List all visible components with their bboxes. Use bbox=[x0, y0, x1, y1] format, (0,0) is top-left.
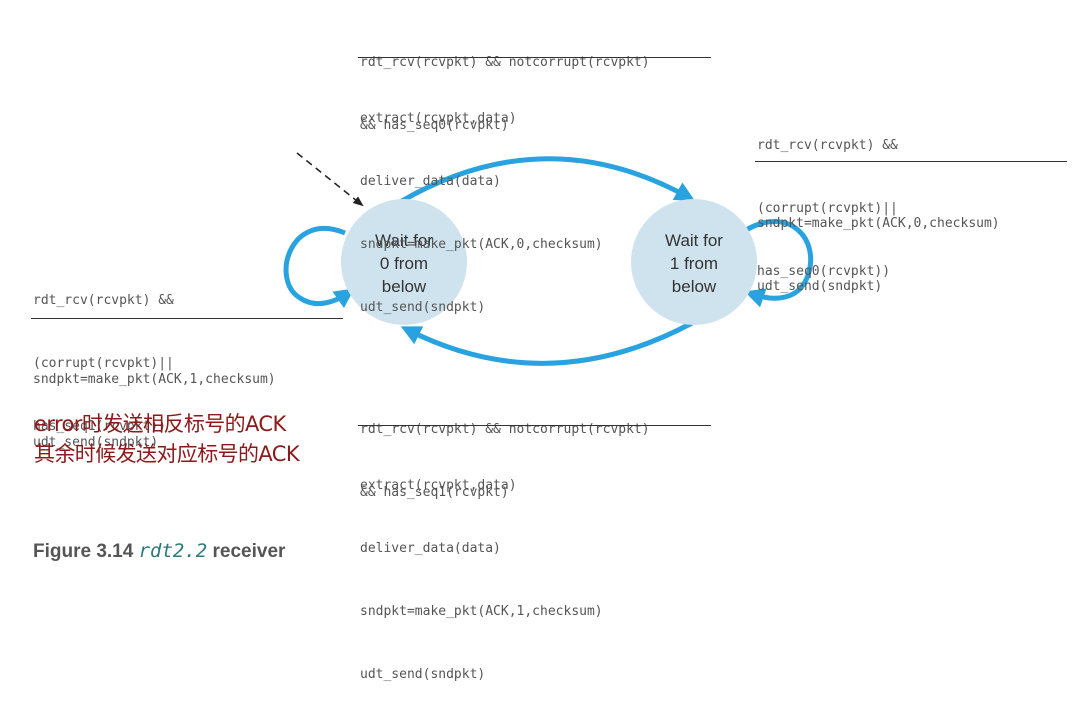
state-wait0-line1: Wait for bbox=[375, 231, 433, 250]
fsm-diagram bbox=[283, 152, 814, 366]
bottom-transition-arrow bbox=[400, 320, 694, 366]
note-normal-case: 其余时候发送对应标号的ACK bbox=[34, 442, 300, 466]
top-action-line: udt_send(sndpkt) bbox=[360, 300, 486, 315]
right-transition-divider bbox=[755, 161, 1067, 162]
right-action-line: sndpkt=make_pkt(ACK,0,checksum) bbox=[757, 216, 1000, 231]
state-wait1-line1: Wait for bbox=[665, 231, 723, 250]
right-self-loop-arrow bbox=[744, 219, 814, 308]
right-transition-actions: sndpkt=make_pkt(ACK,0,checksum) udt_send… bbox=[757, 171, 1000, 318]
state-wait0-line2: 0 from bbox=[379, 254, 429, 273]
right-event-line: (corrupt(rcvpkt)|| bbox=[757, 201, 898, 216]
left-self-loop-arrow bbox=[283, 225, 355, 309]
right-event-line: rdt_rcv(rcvpkt) && bbox=[757, 138, 898, 153]
top-event-line: rdt_rcv(rcvpkt) && notcorrupt(rcvpkt) bbox=[360, 55, 650, 70]
caption-prefix: Figure 3.14 bbox=[33, 541, 134, 562]
note-error-case: error时发送相反标号的ACK bbox=[34, 412, 286, 436]
state-wait1-label: Wait for 1 from below bbox=[629, 229, 759, 298]
top-transition-arrow bbox=[398, 156, 696, 205]
top-transition-actions: extract(rcvpkt,data) deliver_data(data) … bbox=[360, 66, 603, 339]
bottom-transition-divider bbox=[358, 425, 711, 426]
state-wait0-line3: below bbox=[381, 277, 427, 296]
state-wait0 bbox=[341, 199, 467, 325]
top-transition-event: rdt_rcv(rcvpkt) && notcorrupt(rcvpkt) &&… bbox=[360, 10, 650, 157]
bottom-event-line: && has_seq1(rcvpkt) bbox=[360, 485, 509, 500]
state-wait1-line3: below bbox=[671, 277, 717, 296]
left-transition-event: rdt_rcv(rcvpkt) && (corrupt(rcvpkt)|| ha… bbox=[33, 248, 174, 458]
caption-code: rdt2.2 bbox=[138, 540, 208, 562]
state-wait1 bbox=[631, 199, 757, 325]
state-wait1-line2: 1 from bbox=[669, 254, 719, 273]
right-transition-event: rdt_rcv(rcvpkt) && (corrupt(rcvpkt)|| ha… bbox=[757, 93, 898, 303]
top-action-line: sndpkt=make_pkt(ACK,0,checksum) bbox=[360, 237, 603, 252]
left-transition-actions: sndpkt=make_pkt(ACK,1,checksum) udt_send… bbox=[33, 327, 276, 474]
left-event-line: (corrupt(rcvpkt)|| bbox=[33, 356, 174, 371]
top-action-line: deliver_data(data) bbox=[360, 174, 501, 189]
left-action-line: udt_send(sndpkt) bbox=[33, 435, 159, 450]
bottom-action-line: extract(rcvpkt,data) bbox=[360, 478, 517, 493]
left-action-line: sndpkt=make_pkt(ACK,1,checksum) bbox=[33, 372, 276, 387]
left-event-line: rdt_rcv(rcvpkt) && bbox=[33, 293, 174, 308]
left-event-line: has_seq1(rcvpkt)) bbox=[33, 419, 167, 434]
bottom-action-line: udt_send(sndpkt) bbox=[360, 667, 486, 682]
initial-state-arrow bbox=[296, 152, 364, 207]
caption-suffix: receiver bbox=[212, 541, 286, 562]
right-action-line: udt_send(sndpkt) bbox=[757, 279, 883, 294]
top-action-line: extract(rcvpkt,data) bbox=[360, 111, 517, 126]
top-transition-divider bbox=[358, 57, 711, 58]
bottom-action-line: sndpkt=make_pkt(ACK,1,checksum) bbox=[360, 604, 603, 619]
bottom-transition-actions: extract(rcvpkt,data) deliver_data(data) … bbox=[360, 433, 603, 706]
figure-caption: Figure 3.14 rdt2.2 receiver bbox=[33, 540, 285, 563]
right-event-line: has_seq0(rcvpkt)) bbox=[757, 264, 891, 279]
bottom-action-line: deliver_data(data) bbox=[360, 541, 501, 556]
state-wait0-label: Wait for 0 from below bbox=[339, 229, 469, 298]
left-transition-divider bbox=[31, 318, 343, 319]
top-event-line: && has_seq0(rcvpkt) bbox=[360, 118, 509, 133]
